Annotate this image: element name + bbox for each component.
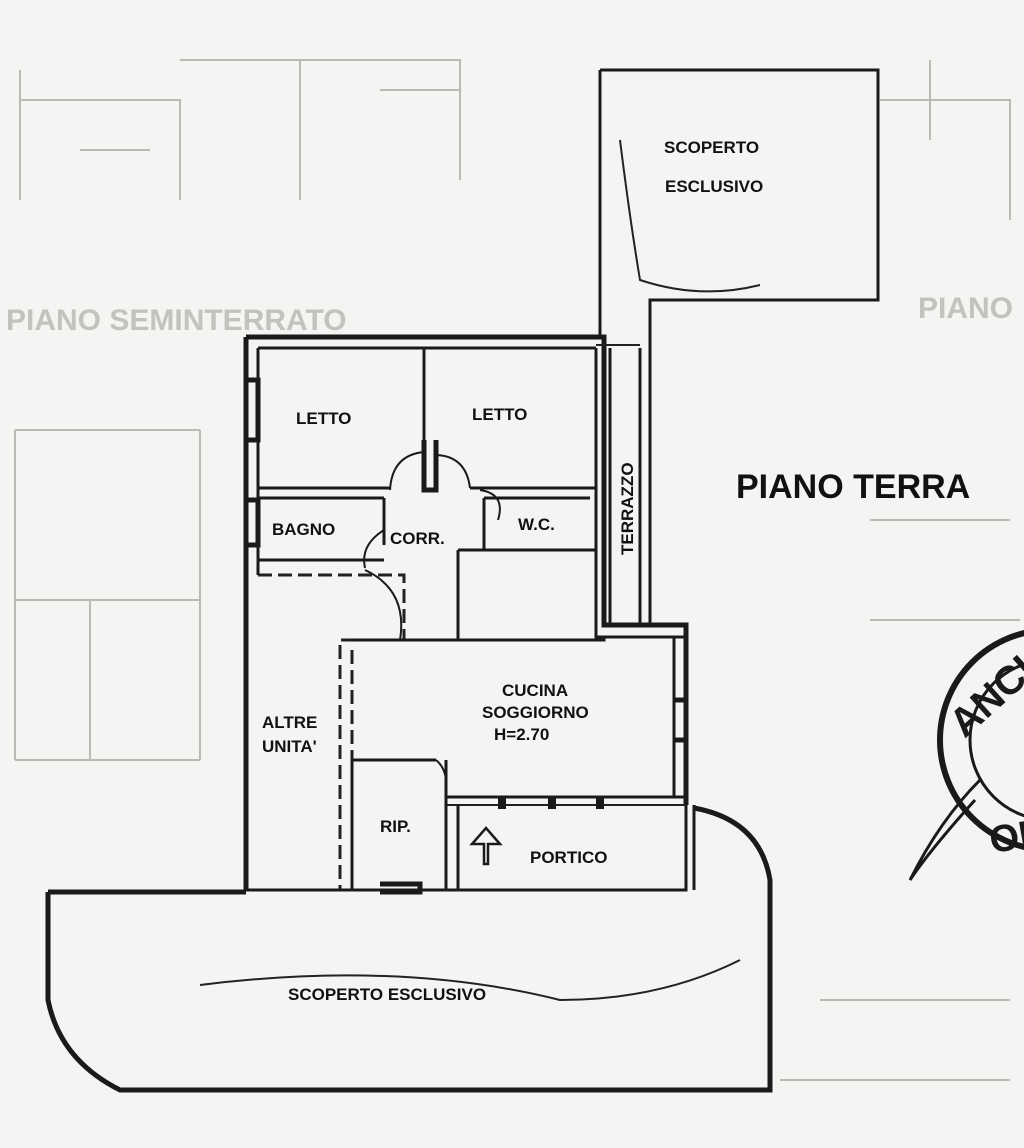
notary-stamp: ANCHI ON bbox=[908, 628, 1024, 881]
room-label-portico: PORTICO bbox=[530, 848, 607, 867]
room-label-altre: ALTRE bbox=[262, 713, 317, 732]
door-corridor-swing bbox=[364, 569, 403, 641]
room-label-height: H=2.70 bbox=[494, 725, 549, 744]
entrance-arrow-icon bbox=[469, 826, 503, 866]
room-label-bagno: BAGNO bbox=[272, 520, 335, 539]
window-letto-left bbox=[246, 377, 261, 443]
door-bagno bbox=[363, 529, 385, 569]
ripostiglio-walls bbox=[350, 758, 460, 890]
portico-walls bbox=[246, 805, 696, 892]
room-label-letto-right: LETTO bbox=[472, 405, 527, 424]
door-letto-left bbox=[389, 451, 425, 491]
cucina-walls bbox=[352, 637, 686, 799]
room-label-scoperto-bottom: SCOPERTO ESCLUSIVO bbox=[288, 985, 486, 1004]
room-label-rip: RIP. bbox=[380, 817, 411, 836]
window-bagno bbox=[246, 497, 261, 548]
terrazzo-outline bbox=[594, 348, 686, 639]
portico-columns bbox=[498, 797, 604, 809]
door-rip-exterior bbox=[380, 881, 423, 895]
background-heading-left: PIANO SEMINTERRATO bbox=[6, 304, 347, 337]
floor-title: PIANO TERRA bbox=[736, 468, 970, 506]
room-label-cucina: CUCINA bbox=[502, 681, 568, 700]
scoperto-top-outline bbox=[598, 68, 880, 625]
corridor-wall bbox=[436, 550, 460, 642]
scoperto-bottom-outline bbox=[45, 805, 773, 1093]
room-label-terrazzo: TERRAZZO bbox=[618, 462, 637, 555]
terrain-curve-top bbox=[619, 139, 761, 293]
room-label-scoperto-top-2: ESCLUSIVO bbox=[665, 177, 763, 196]
dashed-wall-altre bbox=[258, 573, 406, 890]
room-label-wc: W.C. bbox=[518, 515, 555, 534]
stamp-bottom-text: ON bbox=[986, 811, 1024, 862]
bagno-walls bbox=[258, 486, 390, 562]
room-label-unita: UNITA' bbox=[262, 737, 317, 756]
window-cucina bbox=[674, 697, 689, 743]
background-faded-drawing: PIANO SEMINTERRATO PIANO bbox=[6, 59, 1020, 1081]
bedroom-divider-stub bbox=[421, 440, 439, 493]
room-label-letto-left: LETTO bbox=[296, 409, 351, 428]
background-heading-right: PIANO bbox=[918, 292, 1013, 325]
door-letto-right bbox=[435, 454, 471, 489]
room-label-scoperto-top-1: SCOPERTO bbox=[664, 138, 759, 157]
door-ripostiglio bbox=[435, 759, 448, 791]
terrain-curve-bottom bbox=[199, 959, 741, 1002]
wc-walls bbox=[458, 486, 596, 552]
room-label-corr: CORR. bbox=[390, 529, 445, 548]
room-label-soggiorno: SOGGIORNO bbox=[482, 703, 589, 722]
